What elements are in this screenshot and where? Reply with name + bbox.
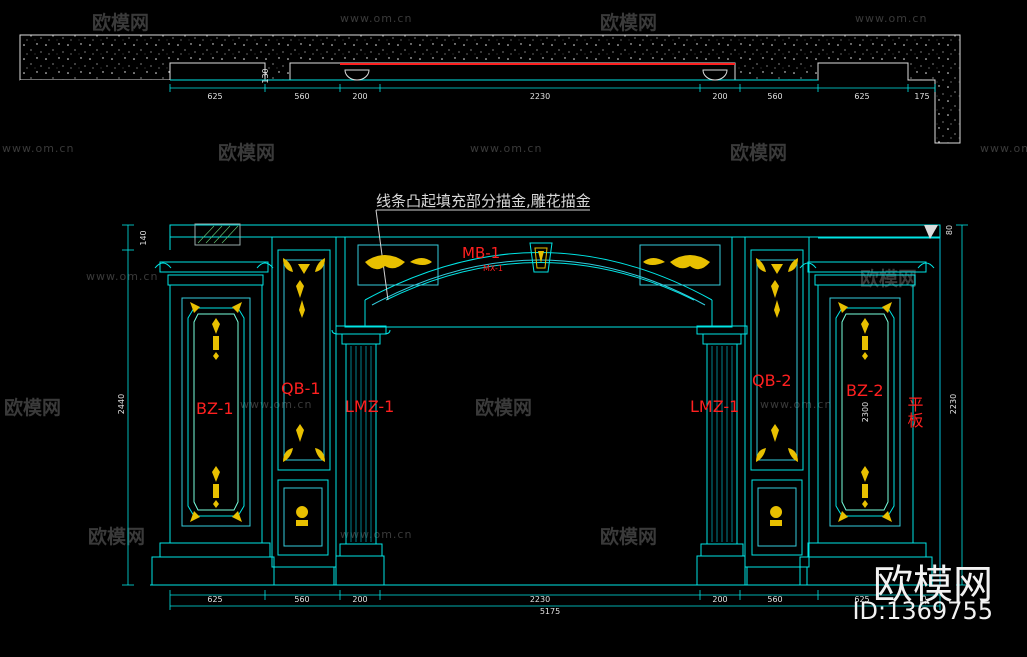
panel-qb1 — [271, 236, 337, 586]
plan-dim: 560 — [767, 92, 782, 101]
watermark-site: www.om.cn — [760, 398, 833, 411]
label-mb1: MB-1 — [462, 244, 500, 262]
watermark-site: www.om.cn — [470, 142, 543, 155]
gold-ornaments — [190, 225, 938, 526]
pilaster-bz1 — [151, 261, 275, 586]
plan-dim: 200 — [352, 92, 367, 101]
elev-dim: 200 — [712, 595, 727, 604]
watermark-site: www.om.cn — [340, 12, 413, 25]
label-lmz1-right: LMZ-1 — [690, 397, 739, 416]
elev-right-dim: 2230 — [949, 394, 958, 414]
watermark-brand: 欧模网 — [730, 142, 788, 164]
plan-column-left — [344, 69, 370, 81]
label-qb1: QB-1 — [281, 379, 321, 398]
elev-right-dim: 2300 — [861, 402, 870, 422]
plan-view: 625 560 200 2230 200 560 625 175 130 — [19, 34, 961, 144]
watermark-brand: 欧模网 — [600, 526, 658, 548]
elev-right-dim: 80 — [945, 225, 954, 235]
keystone — [529, 242, 553, 273]
elev-dim: 560 — [294, 595, 309, 604]
plan-dim: 560 — [294, 92, 309, 101]
elev-total-width: 5175 — [540, 607, 560, 616]
watermark-brand: 欧模网 — [600, 12, 658, 34]
elev-dim: 200 — [352, 595, 367, 604]
watermark-brand: 欧模网 — [88, 526, 146, 548]
plan-dim: 175 — [914, 92, 929, 101]
plan-dim: 625 — [854, 92, 869, 101]
elev-right-dim: 15 — [919, 595, 928, 605]
watermark-brand: 欧模网 — [475, 397, 533, 419]
label-bz1: BZ-1 — [196, 399, 234, 418]
elev-dim: 625 — [854, 595, 869, 604]
watermark-site: www.om.cn — [980, 142, 1027, 155]
watermark-brand: 欧模网 — [4, 397, 62, 419]
gilding-note: 线条凸起填充部分描金,雕花描金 — [376, 192, 591, 210]
watermark-site: www.om.cn — [240, 398, 313, 411]
label-mb1-sub: MX-1 — [483, 264, 503, 273]
brand-logo-text: 欧模网 — [873, 562, 993, 608]
panel-qb2 — [744, 236, 810, 586]
label-qb2: QB-2 — [752, 371, 792, 390]
label-bz2: BZ-2 — [846, 381, 884, 400]
elev-dim: 560 — [767, 595, 782, 604]
watermark-site: www.om.cn — [86, 270, 159, 283]
plan-column-right — [702, 69, 728, 81]
elevation-view — [122, 209, 968, 610]
plan-dim: 200 — [712, 92, 727, 101]
cornice — [169, 224, 941, 238]
elev-dim: 2230 — [530, 595, 550, 604]
arch — [344, 236, 733, 328]
plan-side-dim: 130 — [261, 68, 270, 83]
elev-left-dim: 2440 — [117, 394, 126, 414]
plan-dim: 625 — [207, 92, 222, 101]
elev-left-dim: 140 — [139, 230, 148, 245]
watermark-brand: 欧模网 — [92, 12, 150, 34]
watermark-site: www.om.cn — [2, 142, 75, 155]
plan-wall — [19, 34, 961, 144]
label-pingban: 平板 — [905, 396, 924, 428]
column-lmz1-left — [331, 325, 391, 586]
brand-id: ID:1369755 — [852, 597, 993, 625]
column-lmz1-right — [696, 325, 748, 586]
plan-dim: 2230 — [530, 92, 550, 101]
watermark-brand: 欧模网 — [218, 142, 276, 164]
label-lmz1-left: LMZ-1 — [345, 397, 394, 416]
watermark-site: www.om.cn — [855, 12, 928, 25]
hatch-block — [194, 223, 241, 246]
elev-dim: 625 — [207, 595, 222, 604]
